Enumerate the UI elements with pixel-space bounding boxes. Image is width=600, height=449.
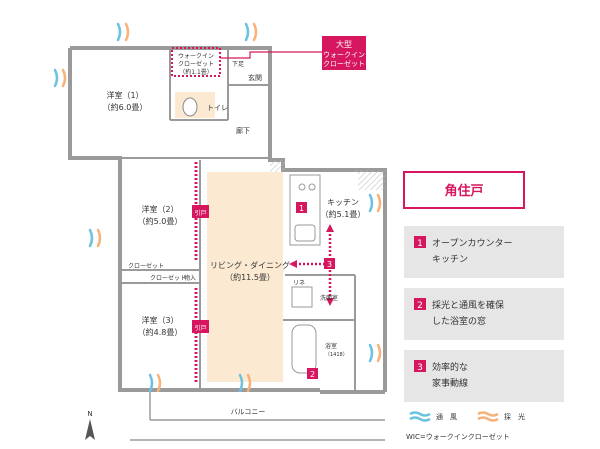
western3-name: 洋室（3） (141, 315, 178, 325)
wic-size: （約1.1畳） (179, 68, 213, 76)
laundry-label: 洗面室 (320, 294, 338, 302)
feature-3-line1: 効率的な (432, 361, 468, 373)
feature-3-line2: 家事動線 (432, 377, 468, 389)
balcony-label: バルコニー (231, 408, 266, 416)
column-hatch (270, 160, 285, 172)
sliding-door-tag (192, 320, 209, 333)
western3-size: （約4.8畳） (138, 327, 183, 337)
callout-line3: クローゼット (323, 59, 365, 68)
bath-label: 浴室 (325, 342, 337, 350)
kitchen-name: キッチン (327, 198, 359, 207)
callout-line2: ウォークイン (323, 51, 365, 59)
storage-label: 物入 (184, 274, 196, 282)
toilet-label: トイレ (207, 104, 228, 112)
feature-panel-2 (404, 288, 564, 340)
marker-3-num: 3 (327, 260, 332, 269)
closet-label: クローゼット (128, 262, 164, 270)
feature-2-line2: した浴室の窓 (432, 315, 486, 327)
legend (409, 411, 499, 422)
wic-label: クローゼット (178, 60, 214, 68)
compass-label: N (87, 410, 92, 418)
western2-name: 洋室（2） (141, 204, 178, 214)
wic-label: ウォークイン (178, 52, 214, 60)
wic-highlight (171, 47, 221, 77)
callout-box (322, 36, 366, 70)
linen-label: リネ (293, 280, 305, 287)
feature-panel-3 (404, 350, 564, 402)
living-size: （約11.5畳） (225, 272, 275, 282)
marker-2 (307, 368, 318, 379)
closet-label-2: クローゼット (150, 274, 186, 282)
callout-line1: 大型 (336, 39, 352, 49)
corner-unit-badge (403, 171, 525, 209)
shoe-label: 下足 (232, 61, 244, 68)
kitchen-size: （約5.1畳） (321, 209, 366, 219)
western1-name: 洋室（1） (106, 90, 143, 100)
corner-unit-title: 角住戸 (444, 183, 483, 199)
western1-size: （約6.0畳） (103, 102, 148, 112)
sliding-door-label-1: 引戸 (194, 209, 206, 217)
feature-1-line2: キッチン (432, 254, 468, 265)
feature-1-line1: オープンカウンター (432, 238, 512, 249)
entrance-label: 玄関 (248, 73, 262, 82)
balcony-rail (130, 392, 385, 441)
feature-panel-1 (404, 226, 564, 278)
compass-icon (85, 419, 95, 440)
legend-note: WIC=ウォークインクローゼット (406, 432, 510, 441)
living-name: リビング・ダイニング (210, 260, 290, 270)
marker-1-num: 1 (299, 204, 304, 213)
sliding-door-label-2: 引戸 (194, 324, 206, 332)
marker-2-num: 2 (310, 370, 315, 379)
legend-ventilation: 通 風 (436, 412, 457, 421)
marker-1 (296, 202, 307, 213)
hallway-label: 廊下 (236, 126, 250, 135)
washbasin (291, 286, 313, 308)
bathtub (291, 324, 317, 374)
living-floor (207, 172, 283, 382)
feature-3-num: 3 (417, 363, 423, 373)
bath-size: （1418） (325, 352, 348, 358)
feature-2-num: 2 (417, 301, 423, 311)
callout-line (220, 51, 322, 59)
wind-arrows (53, 22, 382, 393)
column-hatch (355, 170, 385, 190)
toilet-icon (182, 97, 198, 117)
western2-size: （約5.0畳） (138, 216, 183, 226)
sliding-door-tag (192, 205, 209, 218)
feature-1-num: 1 (417, 239, 423, 249)
marker-3 (324, 258, 335, 269)
legend-daylight: 採 光 (504, 412, 525, 421)
inner-walls (70, 48, 356, 390)
feature-2-line1: 採光と通風を確保 (432, 299, 504, 311)
